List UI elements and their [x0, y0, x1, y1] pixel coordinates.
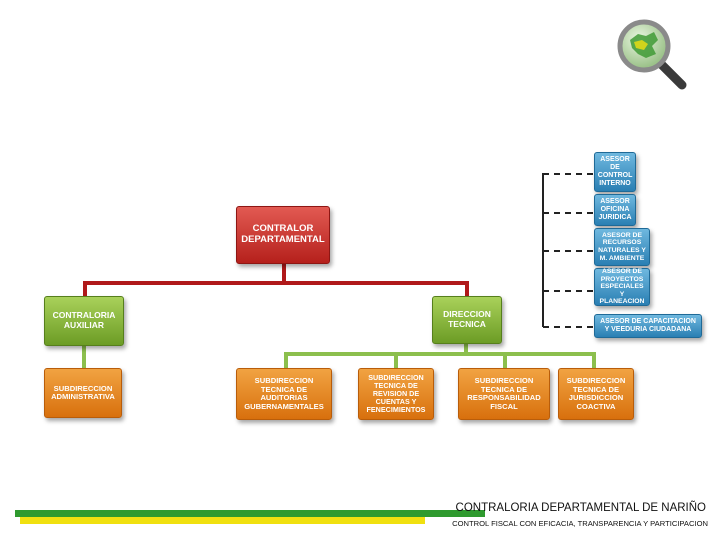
- node-sub-revision: SUBDIRECCION TECNICA DE REVISION DE CUEN…: [358, 368, 434, 420]
- connector-red-right: [465, 281, 469, 296]
- node-direccion-tecnica: DIRECCION TECNICA: [432, 296, 502, 344]
- connector-auxiliar-down: [82, 346, 86, 368]
- advisor-dash-5: [543, 326, 593, 328]
- connector-green-1: [284, 352, 288, 368]
- advisor-control-interno: ASESOR DE CONTROL INTERNO: [594, 152, 636, 192]
- advisor-recursos-naturales: ASESOR DE RECURSOS NATURALES Y M. AMBIEN…: [594, 228, 650, 266]
- connector-contralor-down: [282, 263, 286, 283]
- connector-direccion-down: [464, 344, 468, 354]
- connector-green-3: [503, 352, 507, 368]
- advisor-dash-1: [543, 173, 593, 175]
- node-sub-responsabilidad: SUBDIRECCION TECNICA DE RESPONSABILIDAD …: [458, 368, 550, 420]
- advisor-oficina-juridica: ASESOR OFICINA JURIDICA: [594, 194, 636, 226]
- connector-green-horizontal: [284, 352, 596, 356]
- footer-yellow-bar: [20, 517, 425, 524]
- node-sub-jurisdiccion: SUBDIRECCION TECNICA DE JURISDICCION COA…: [558, 368, 634, 420]
- connector-green-4: [592, 352, 596, 368]
- advisor-capacitacion-veeduria: ASESOR DE CAPACITACION Y VEEDURIA CIUDAD…: [594, 314, 702, 338]
- node-contraloria-auxiliar: CONTRALORIA AUXILIAR: [44, 296, 124, 346]
- advisor-dash-4: [543, 290, 593, 292]
- connector-green-2: [394, 352, 398, 368]
- connector-red-horizontal: [83, 281, 469, 285]
- magnifying-glass-map-icon: [617, 19, 687, 90]
- footer-green-bar: [15, 510, 485, 517]
- advisor-dash-2: [543, 212, 593, 214]
- footer-title: CONTRALORIA DEPARTAMENTAL DE NARIÑO: [455, 502, 706, 514]
- footer-subtitle: CONTROL FISCAL CON EFICACIA, TRANSPARENC…: [452, 519, 708, 528]
- advisor-proyectos-especiales: ASESOR DE PROYECTOS ESPECIALES Y PLANEAC…: [594, 268, 650, 306]
- advisor-dash-3: [543, 250, 593, 252]
- node-contralor: CONTRALOR DEPARTAMENTAL: [236, 206, 330, 264]
- connector-red-left: [83, 281, 87, 296]
- node-sub-auditorias: SUBDIRECCION TECNICA DE AUDITORIAS GUBER…: [236, 368, 332, 420]
- node-subdireccion-administrativa: SUBDIRECCION ADMINISTRATIVA: [44, 368, 122, 418]
